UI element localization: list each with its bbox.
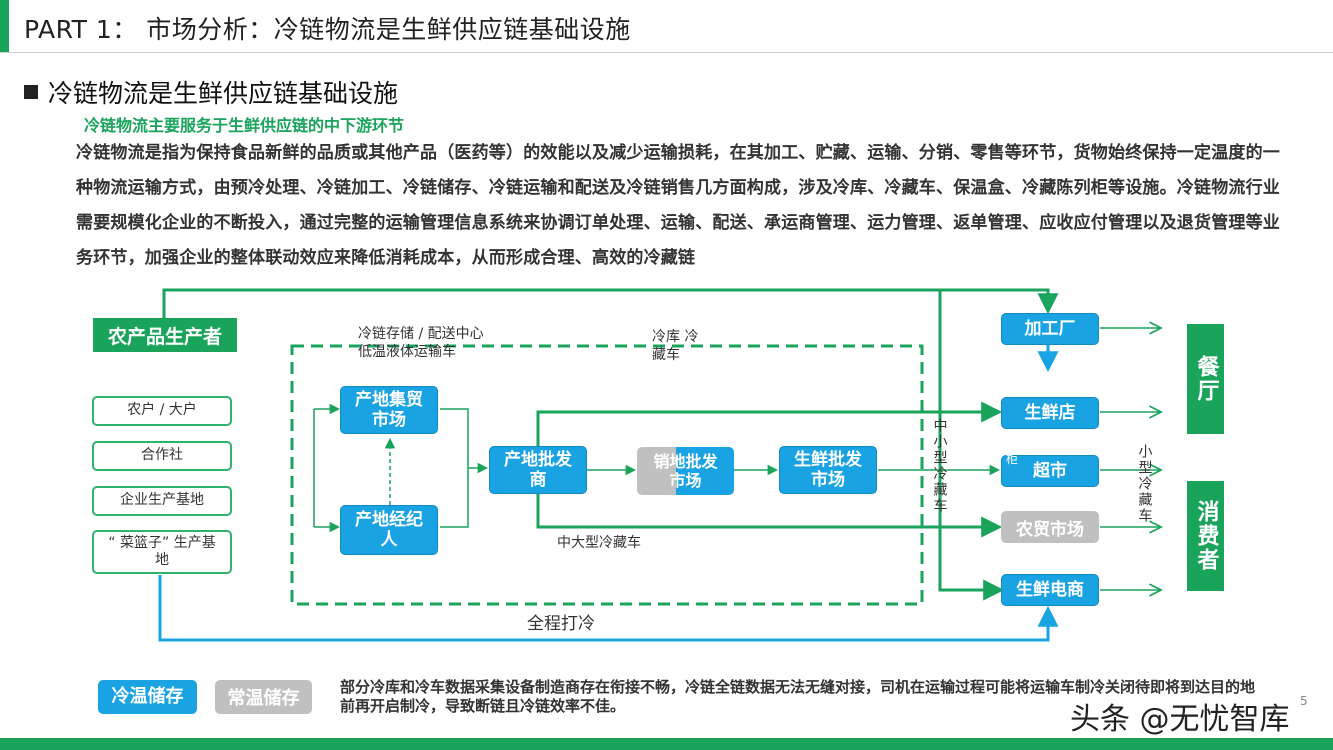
title-accent-bar xyxy=(0,0,9,52)
page-title: PART 1： 市场分析：冷链物流是生鲜供应链基础设施 xyxy=(24,15,631,44)
full-chain-cooling-line xyxy=(158,575,1059,642)
page-number: 5 xyxy=(1300,694,1308,708)
origin-broker-box: 产地经纪人 xyxy=(340,505,438,555)
label-full-chain-cooling: 全程打冷 xyxy=(527,614,595,634)
source-cooperative: 合作社 xyxy=(92,441,232,471)
square-bullet-icon xyxy=(24,85,38,99)
label-mid-small-truck: 中小型冷藏车 xyxy=(931,418,948,514)
legend-ambient-storage: 常温储存 xyxy=(215,680,312,714)
supermarket-box: 超市 xyxy=(1001,455,1099,487)
label-mid-large-truck: 中大型冷藏车 xyxy=(557,535,641,551)
legend-cold-storage: 冷温储存 xyxy=(98,680,197,714)
producer-to-processing-line xyxy=(162,288,1059,322)
source-farmers: 农户 / 大户 xyxy=(92,396,232,426)
source-vegetable-base: “ 菜篮子” 生产基地 xyxy=(92,530,232,574)
processing-plant-box: 加工厂 xyxy=(1001,313,1099,345)
restaurant-box: 餐厅 xyxy=(1187,324,1224,434)
footer-bar xyxy=(0,738,1333,750)
cold-chain-zone xyxy=(290,344,924,606)
sales-wholesale-box: 销地批发市场 xyxy=(637,447,734,495)
label-coldstore-truck: 冷库 冷藏车 xyxy=(652,329,699,363)
label-small-truck: 小型冷藏车 xyxy=(1136,444,1153,524)
fresh-store-box: 生鲜店 xyxy=(1001,397,1099,429)
title-divider xyxy=(0,52,1333,53)
legend-note: 部分冷库和冷车数据采集设备制造商存在衔接不畅，冷链全链数据无法无缝对接，司机在运… xyxy=(340,678,1256,715)
watermark: 头条 @无忧智库 xyxy=(1070,702,1290,737)
fresh-wholesale-box: 生鲜批发市场 xyxy=(779,446,877,494)
origin-wholesale-box: 产地批发商 xyxy=(489,446,587,494)
origin-market-box: 产地集贸市场 xyxy=(340,386,438,434)
fresh-ecommerce-box: 生鲜电商 xyxy=(1001,574,1099,606)
body-paragraph: 冷链物流是指为保持食品新鲜的品质或其他产品（医药等）的效能以及减少运输损耗，在其… xyxy=(76,143,1280,268)
section-heading: 冷链物流是生鲜供应链基础设施 xyxy=(24,78,398,110)
farmers-market-box: 农贸市场 xyxy=(1001,511,1099,543)
section-heading-text: 冷链物流是生鲜供应链基础设施 xyxy=(48,79,399,108)
label-storage-center: 冷链存储 / 配送中心 低温液体运输车 xyxy=(358,326,484,360)
source-enterprise-base: 企业生产基地 xyxy=(92,486,232,516)
section-subheading: 冷链物流主要服务于生鲜供应链的中下游环节 xyxy=(84,116,405,135)
label-cabinet: 柜 xyxy=(1006,452,1019,466)
consumer-box: 消费者 xyxy=(1187,481,1224,591)
producer-box: 农产品生产者 xyxy=(93,318,237,352)
